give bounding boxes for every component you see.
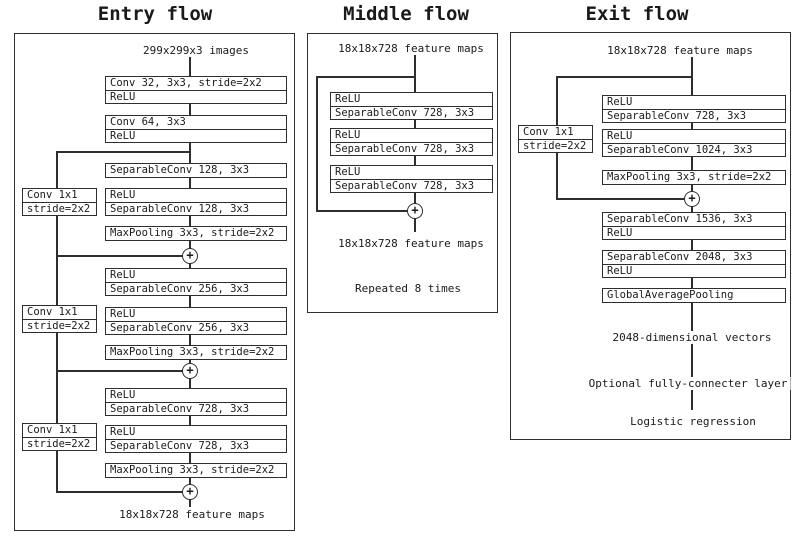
middle-flow-title: Middle flow bbox=[343, 3, 469, 25]
layer-row: Conv 64, 3x3 bbox=[110, 116, 186, 128]
layer-row: Conv 1x1 bbox=[27, 424, 78, 436]
entry-layer-maxpool-1: MaxPooling 3x3, stride=2x2 bbox=[105, 226, 287, 241]
middle-input-label: 18x18x728 feature maps bbox=[335, 42, 487, 55]
layer-row: SeparableConv 728, 3x3 bbox=[331, 106, 492, 119]
entry-layer-maxpool-3: MaxPooling 3x3, stride=2x2 bbox=[105, 463, 287, 478]
entry-flow-title: Entry flow bbox=[97, 3, 213, 25]
layer-row: ReLU bbox=[110, 389, 136, 401]
entry-add-tap-line-2 bbox=[56, 370, 190, 372]
exit-fc-label: Optional fully-connecter layer bbox=[585, 377, 791, 390]
middle-output-label: 18x18x728 feature maps bbox=[335, 237, 487, 250]
layer-row: SeparableConv 728, 3x3 bbox=[603, 109, 785, 122]
entry-input-label: 299x299x3 images bbox=[140, 44, 252, 57]
layer-row: ReLU bbox=[110, 426, 136, 438]
entry-add-tap-line-1 bbox=[56, 255, 190, 257]
entry-layer-sepconv256-a: ReLU SeparableConv 256, 3x3 bbox=[105, 268, 287, 296]
middle-layer-sepconv728-1: ReLU SeparableConv 728, 3x3 bbox=[330, 92, 493, 120]
layer-row: SeparableConv 728, 3x3 bbox=[331, 179, 492, 192]
layer-row: SeparableConv 728, 3x3 bbox=[106, 402, 286, 415]
layer-row: stride=2x2 bbox=[23, 319, 96, 332]
layer-row: MaxPooling 3x3, stride=2x2 bbox=[110, 346, 275, 358]
layer-row: ReLU bbox=[603, 264, 785, 277]
exit-layer-sepconv2048: SeparableConv 2048, 3x3 ReLU bbox=[602, 250, 786, 278]
layer-row: ReLU bbox=[607, 96, 633, 108]
layer-row: ReLU bbox=[335, 129, 361, 141]
entry-add-tap-line-3 bbox=[56, 491, 190, 493]
exit-layer-maxpool: MaxPooling 3x3, stride=2x2 bbox=[602, 170, 786, 185]
entry-layer-conv32: Conv 32, 3x3, stride=2x2 ReLU bbox=[105, 76, 287, 104]
layer-row: MaxPooling 3x3, stride=2x2 bbox=[110, 464, 275, 476]
exit-shortcut-conv1x1: Conv 1x1 stride=2x2 bbox=[518, 125, 593, 153]
entry-layer-sepconv256-b: ReLU SeparableConv 256, 3x3 bbox=[105, 307, 287, 335]
entry-shortcut-conv1x1-2: Conv 1x1 stride=2x2 bbox=[22, 305, 97, 333]
add-node-icon: + bbox=[684, 191, 700, 207]
layer-row: MaxPooling 3x3, stride=2x2 bbox=[110, 227, 275, 239]
layer-row: Conv 1x1 bbox=[27, 189, 78, 201]
layer-row: ReLU bbox=[106, 90, 286, 103]
layer-row: ReLU bbox=[603, 226, 785, 239]
layer-row: ReLU bbox=[335, 166, 361, 178]
exit-layer-sepconv1024: ReLU SeparableConv 1024, 3x3 bbox=[602, 129, 786, 157]
layer-row: MaxPooling 3x3, stride=2x2 bbox=[607, 171, 772, 183]
entry-output-label: 18x18x728 feature maps bbox=[116, 508, 268, 521]
layer-row: SeparableConv 728, 3x3 bbox=[106, 439, 286, 452]
exit-input-label: 18x18x728 feature maps bbox=[604, 44, 756, 57]
entry-shortcut-conv1x1-1: Conv 1x1 stride=2x2 bbox=[22, 188, 97, 216]
exit-flow-title: Exit flow bbox=[585, 3, 689, 25]
layer-row: stride=2x2 bbox=[23, 437, 96, 450]
entry-layer-sepconv728-a: ReLU SeparableConv 728, 3x3 bbox=[105, 388, 287, 416]
layer-row: SeparableConv 128, 3x3 bbox=[110, 164, 250, 176]
layer-row: SeparableConv 1536, 3x3 bbox=[607, 213, 753, 225]
entry-branch-line bbox=[56, 151, 190, 153]
middle-layer-sepconv728-2: ReLU SeparableConv 728, 3x3 bbox=[330, 128, 493, 156]
entry-layer-sepconv128-a: SeparableConv 128, 3x3 bbox=[105, 163, 287, 178]
layer-row: Conv 32, 3x3, stride=2x2 bbox=[110, 77, 262, 89]
layer-row: stride=2x2 bbox=[23, 202, 96, 215]
layer-row: SeparableConv 1024, 3x3 bbox=[603, 143, 785, 156]
middle-layer-sepconv728-3: ReLU SeparableConv 728, 3x3 bbox=[330, 165, 493, 193]
layer-row: ReLU bbox=[110, 308, 136, 320]
exit-layer-sepconv1536: SeparableConv 1536, 3x3 ReLU bbox=[602, 212, 786, 240]
layer-row: GlobalAveragePooling bbox=[607, 289, 734, 301]
layer-row: ReLU bbox=[607, 130, 633, 142]
exit-layer-globalavgpool: GlobalAveragePooling bbox=[602, 288, 786, 303]
exit-layer-sepconv728: ReLU SeparableConv 728, 3x3 bbox=[602, 95, 786, 123]
exit-vectors-label: 2048-dimensional vectors bbox=[609, 331, 775, 344]
entry-layer-conv64: Conv 64, 3x3 ReLU bbox=[105, 115, 287, 143]
layer-row: SeparableConv 728, 3x3 bbox=[331, 142, 492, 155]
layer-row: ReLU bbox=[110, 269, 136, 281]
exit-branch-line bbox=[556, 76, 692, 78]
add-node-icon: + bbox=[407, 203, 423, 219]
layer-row: ReLU bbox=[106, 129, 286, 142]
entry-layer-sepconv128-b: ReLU SeparableConv 128, 3x3 bbox=[105, 188, 287, 216]
layer-row: Conv 1x1 bbox=[27, 306, 78, 318]
middle-add-tap-line bbox=[316, 210, 415, 212]
add-node-icon: + bbox=[182, 248, 198, 264]
middle-branch-line bbox=[316, 76, 415, 78]
layer-row: SeparableConv 256, 3x3 bbox=[106, 321, 286, 334]
layer-row: Conv 1x1 bbox=[523, 126, 574, 138]
middle-repeat-label: Repeated 8 times bbox=[352, 282, 464, 295]
layer-row: SeparableConv 128, 3x3 bbox=[106, 202, 286, 215]
add-node-icon: + bbox=[182, 484, 198, 500]
exit-logistic-label: Logistic regression bbox=[627, 415, 759, 428]
layer-row: SeparableConv 256, 3x3 bbox=[106, 282, 286, 295]
entry-layer-sepconv728-b: ReLU SeparableConv 728, 3x3 bbox=[105, 425, 287, 453]
middle-shortcut-rail-line bbox=[316, 76, 318, 211]
entry-layer-maxpool-2: MaxPooling 3x3, stride=2x2 bbox=[105, 345, 287, 360]
layer-row: ReLU bbox=[335, 93, 361, 105]
entry-shortcut-conv1x1-3: Conv 1x1 stride=2x2 bbox=[22, 423, 97, 451]
layer-row: SeparableConv 2048, 3x3 bbox=[607, 251, 753, 263]
layer-row: ReLU bbox=[110, 189, 136, 201]
exit-add-tap-line bbox=[556, 198, 692, 200]
add-node-icon: + bbox=[182, 363, 198, 379]
layer-row: stride=2x2 bbox=[519, 139, 592, 152]
